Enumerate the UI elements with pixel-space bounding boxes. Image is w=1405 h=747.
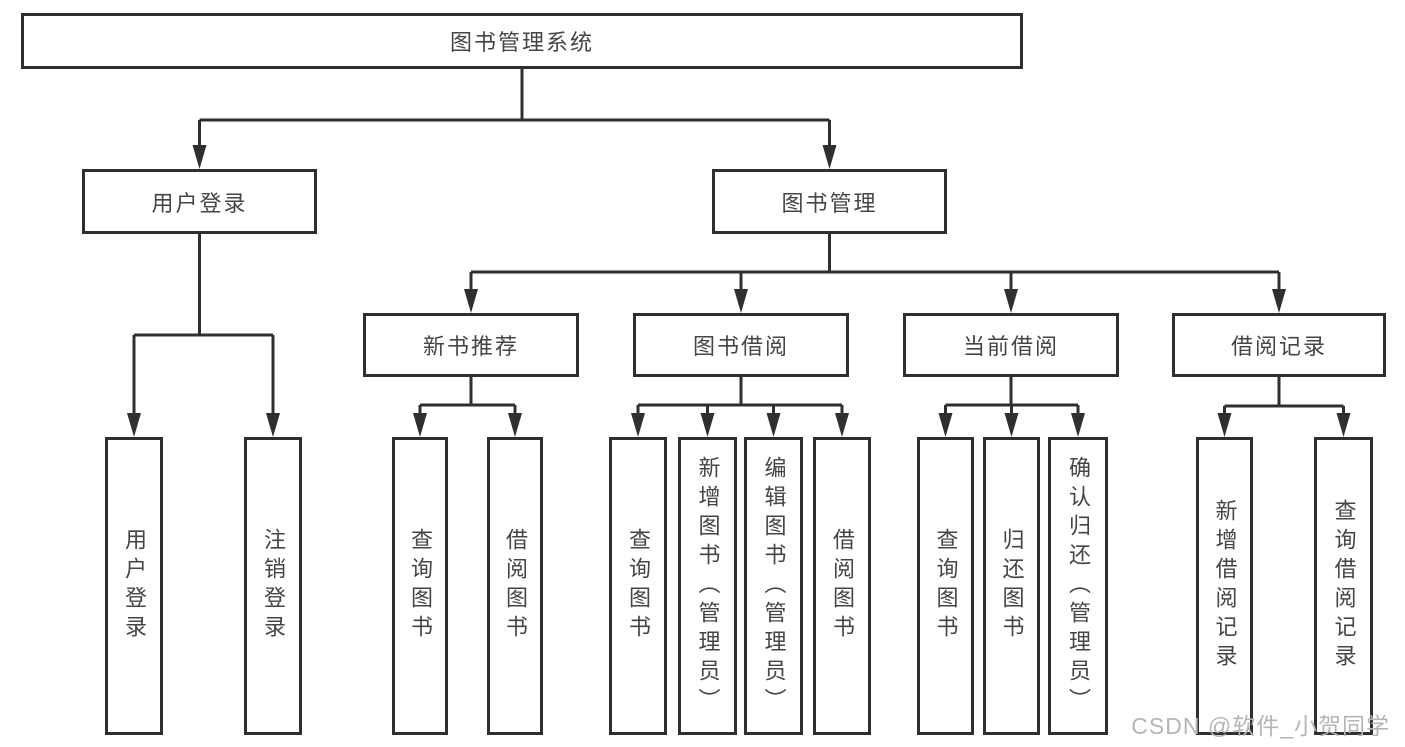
node-current-borrow-label: 当前借阅 (962, 334, 1059, 359)
leaf-recommend-borrow-book-label: 借阅图书 (503, 528, 528, 644)
leaf-logout: 注销登录 (244, 437, 302, 735)
leaf-current-query-book-label: 查询图书 (933, 528, 959, 644)
leaf-borrow-book-label: 借阅图书 (830, 528, 855, 644)
node-book-management: 图书管理 (712, 169, 947, 234)
node-borrow-record-label: 借阅记录 (1230, 334, 1327, 359)
leaf-recommend-query-book: 查询图书 (392, 437, 448, 735)
leaf-edit-book-admin: 编辑图书（管理员） (744, 437, 803, 735)
leaf-recommend-query-book-label: 查询图书 (408, 528, 433, 644)
leaf-borrow-book: 借阅图书 (813, 437, 871, 735)
leaf-edit-book-admin-label: 编辑图书（管理员） (761, 455, 787, 717)
node-new-book-recommend-label: 新书推荐 (422, 334, 519, 359)
leaf-query-borrow-record-label: 查询借阅记录 (1331, 499, 1357, 673)
leaf-add-borrow-record: 新增借阅记录 (1196, 437, 1253, 735)
leaf-return-book: 归还图书 (983, 437, 1040, 735)
leaf-current-query-book: 查询图书 (917, 437, 974, 735)
csdn-watermark: CSDN @软件_小贺同学 (1131, 713, 1390, 739)
node-user-login-label: 用户登录 (151, 190, 248, 216)
leaf-add-borrow-record-label: 新增借阅记录 (1212, 499, 1238, 673)
leaf-confirm-return-admin: 确认归还（管理员） (1048, 437, 1108, 735)
leaf-confirm-return-admin-label: 确认归还（管理员） (1066, 455, 1091, 717)
leaf-user-login: 用户登录 (105, 437, 163, 735)
leaf-add-book-admin-label: 新增图书（管理员） (695, 455, 721, 717)
node-user-login: 用户登录 (82, 169, 317, 234)
leaf-borrow-query-book: 查询图书 (609, 437, 667, 735)
node-root-label: 图书管理系统 (449, 30, 594, 55)
node-current-borrow: 当前借阅 (903, 313, 1119, 377)
leaf-query-borrow-record: 查询借阅记录 (1314, 437, 1373, 735)
leaf-return-book-label: 归还图书 (999, 528, 1025, 644)
node-root: 图书管理系统 (21, 13, 1023, 69)
connector-arrowheads (127, 145, 1351, 437)
node-new-book-recommend: 新书推荐 (363, 313, 579, 377)
leaf-add-book-admin: 新增图书（管理员） (678, 437, 737, 735)
node-book-management-label: 图书管理 (781, 190, 878, 216)
node-book-borrow: 图书借阅 (633, 313, 849, 377)
node-borrow-record: 借阅记录 (1172, 313, 1386, 377)
leaf-user-login-label: 用户登录 (122, 528, 147, 644)
connector-stems (132, 69, 1345, 415)
leaf-recommend-borrow-book: 借阅图书 (487, 437, 543, 735)
leaf-borrow-query-book-label: 查询图书 (626, 528, 651, 644)
node-book-borrow-label: 图书借阅 (692, 334, 789, 359)
leaf-logout-label: 注销登录 (261, 528, 286, 644)
